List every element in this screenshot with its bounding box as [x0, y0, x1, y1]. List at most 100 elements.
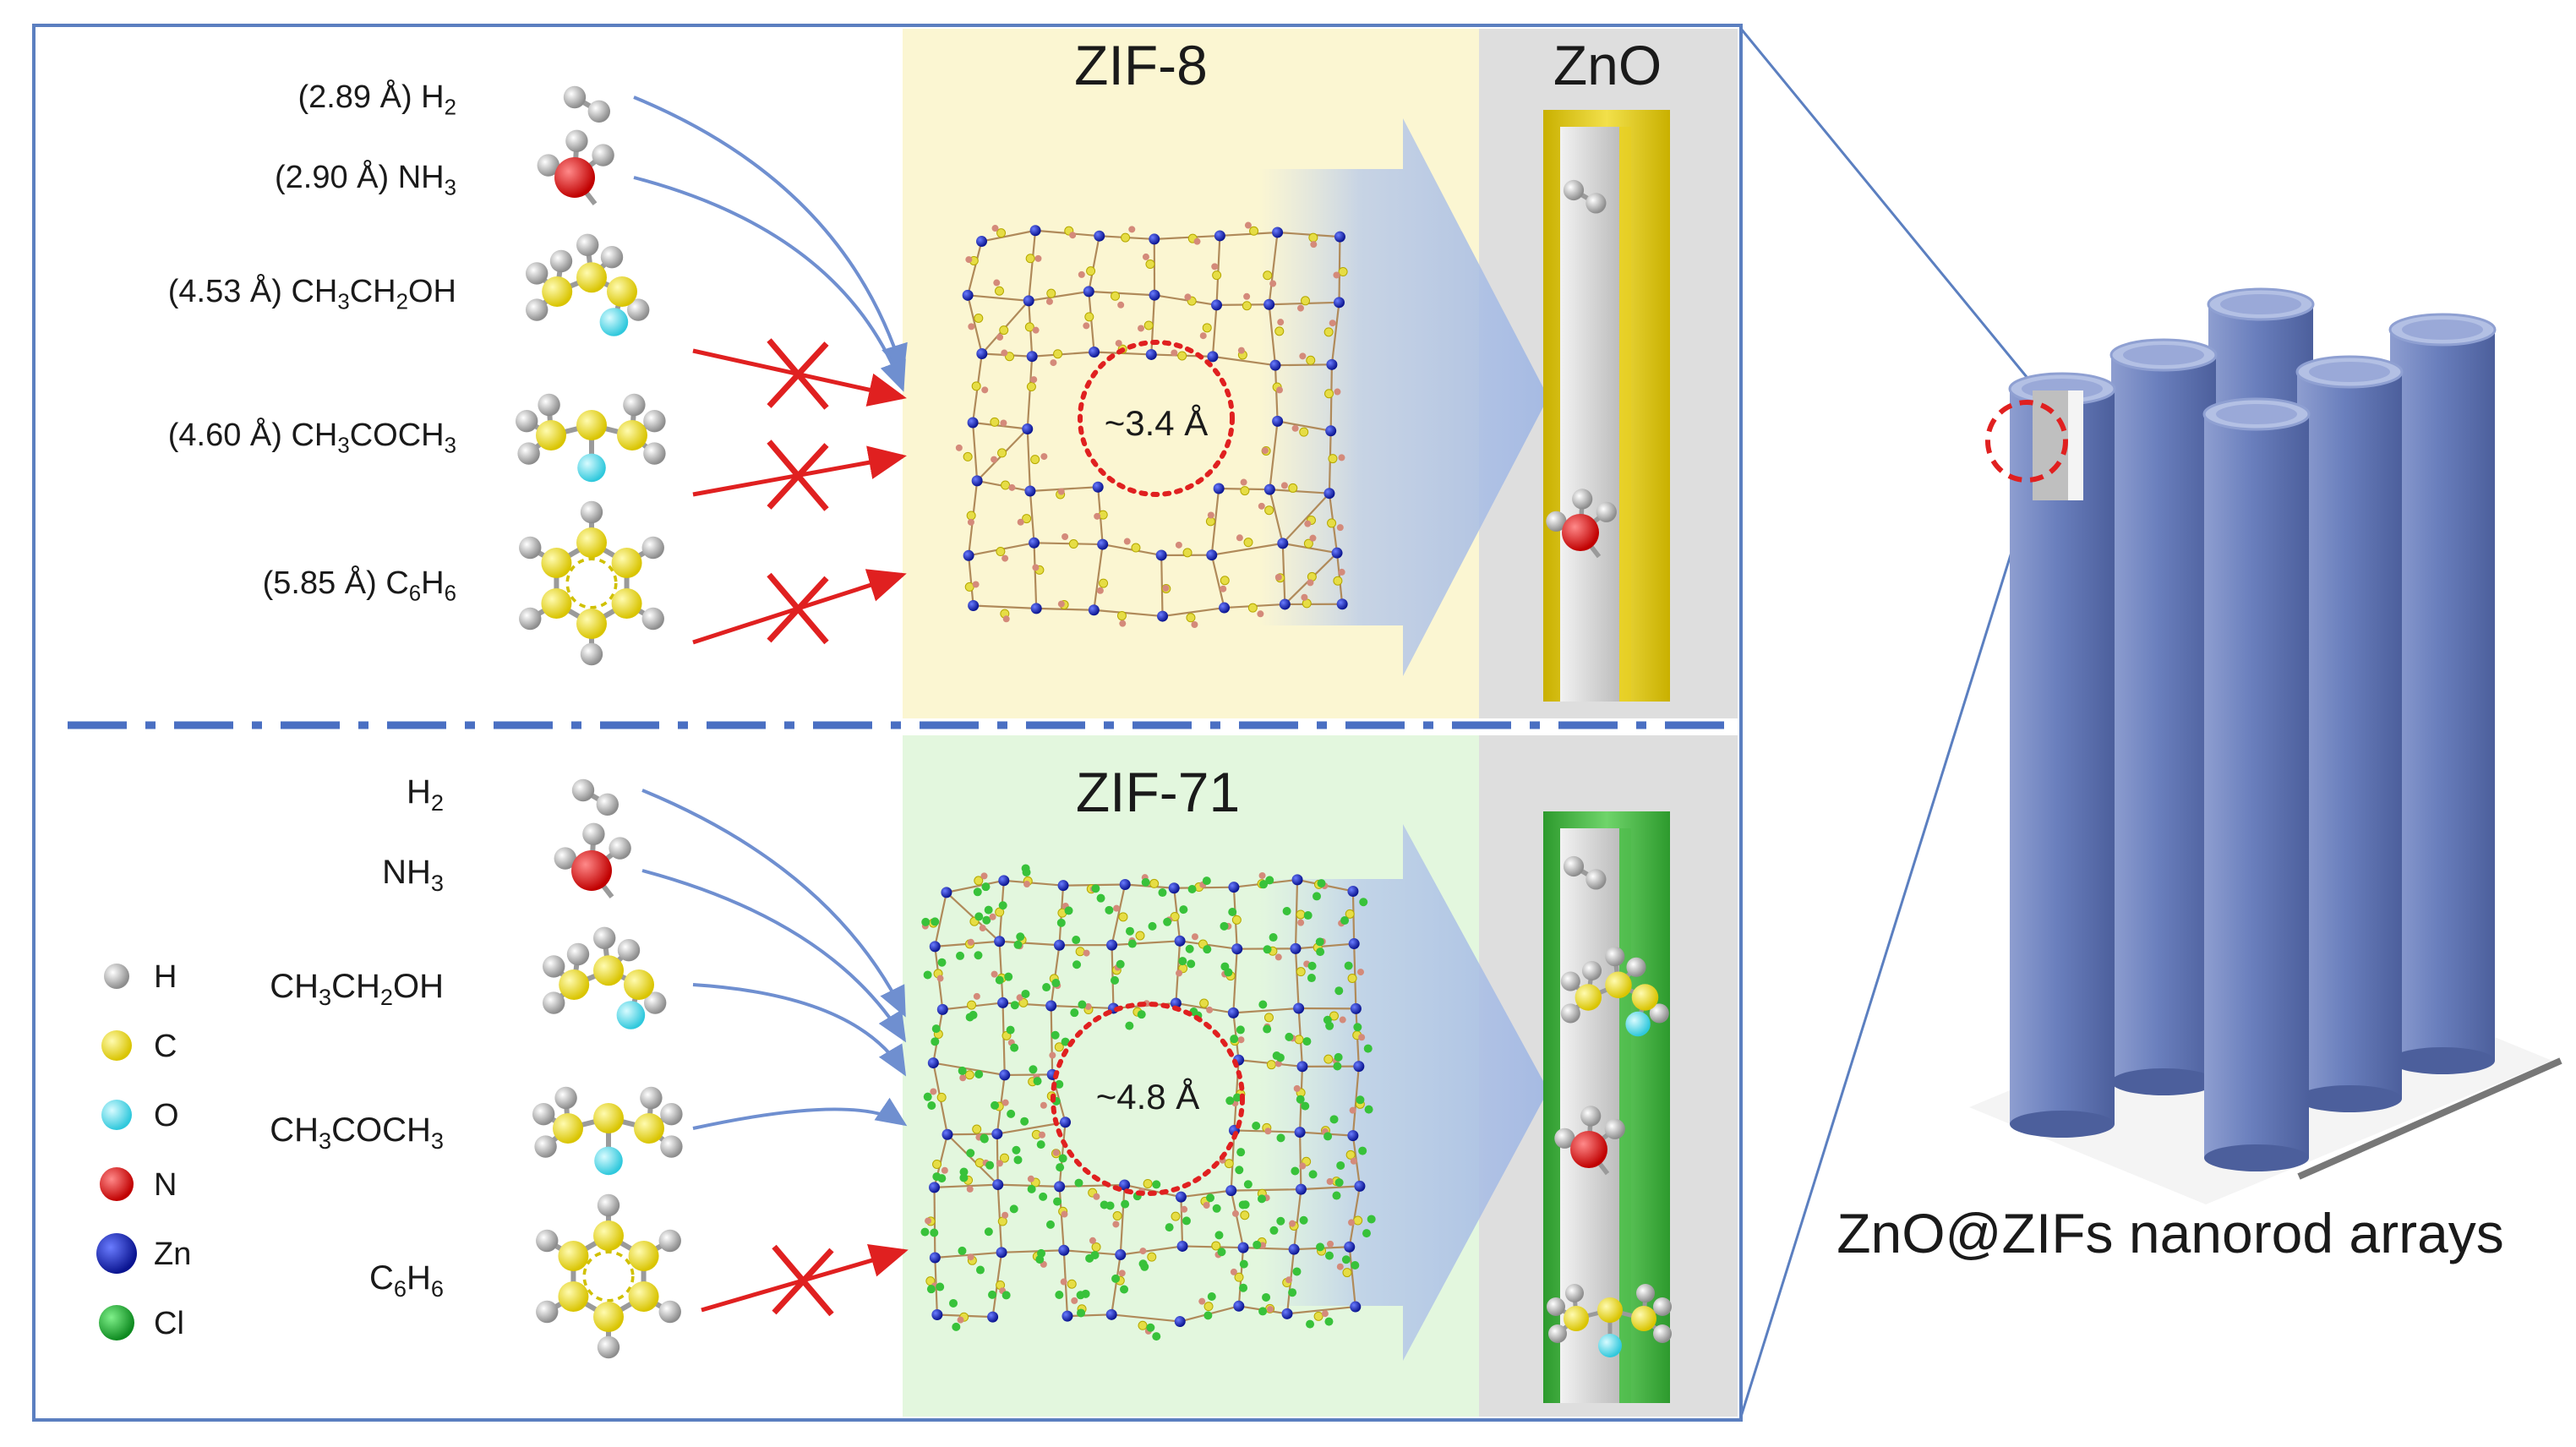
- ethanol-formula: CH3​CH2​OH: [270, 968, 444, 1010]
- N-atom: [554, 157, 595, 198]
- H-atom: [576, 233, 599, 256]
- H-atom: [1554, 1128, 1575, 1149]
- zno-title: ZnO: [1553, 34, 1662, 96]
- C-atom: [611, 588, 642, 619]
- legend-cl-label: Cl: [154, 1306, 184, 1341]
- H-atom: [1653, 1297, 1672, 1316]
- zoom-line-bottom: [1739, 503, 2028, 1417]
- H-atom: [1548, 1324, 1567, 1343]
- H-atom: [1596, 501, 1617, 522]
- nanorod: [2109, 338, 2218, 1095]
- benzene-formula: C6​H6​: [369, 1259, 444, 1302]
- legend-h-swatch: [104, 964, 129, 989]
- H-atom: [536, 1300, 559, 1324]
- H-atom: [641, 536, 664, 560]
- H-atom: [516, 410, 538, 433]
- H-atom: [526, 298, 548, 321]
- H-atom: [623, 393, 646, 417]
- C-atom: [576, 609, 607, 639]
- benzene-model: [519, 500, 664, 666]
- C-atom: [607, 276, 637, 307]
- ethanol-model: [1560, 947, 1669, 1037]
- pass-arrow: [641, 869, 907, 1043]
- C-atom: [558, 1281, 589, 1312]
- H-atom: [571, 778, 595, 802]
- H-atom: [640, 1086, 663, 1110]
- legend-cl-swatch: [99, 1305, 134, 1341]
- N-atom: [1562, 514, 1599, 551]
- H-atom: [1605, 947, 1625, 967]
- nh3-formula: NH3​: [382, 854, 444, 896]
- big-arrow-top: [1259, 118, 1548, 676]
- H-atom: [534, 1135, 557, 1158]
- H-atom: [593, 926, 616, 949]
- nanorod-array: [1969, 287, 2562, 1204]
- H-atom: [597, 1193, 620, 1217]
- H-atom: [600, 246, 624, 269]
- array-caption: ZnO@ZIFs nanorod arrays: [1836, 1202, 2504, 1264]
- H-atom: [587, 100, 610, 123]
- legend-o-swatch: [101, 1100, 132, 1130]
- pass-arrow: [633, 96, 908, 375]
- C-atom: [576, 262, 607, 293]
- H-atom: [1563, 179, 1585, 201]
- C-atom: [593, 1103, 624, 1133]
- O-atom: [1625, 1011, 1651, 1037]
- H-atom: [543, 955, 565, 978]
- C-atom: [536, 420, 566, 450]
- legend-n-swatch: [100, 1167, 134, 1201]
- molecules-layer: (2.89 Å) H2​(2.90 Å) NH3​(4.53 Å) CH3​CH…: [168, 78, 1672, 1359]
- C-atom: [611, 548, 642, 578]
- C-atom: [558, 1241, 589, 1271]
- C-atom: [593, 955, 624, 986]
- nh3-model: [554, 822, 631, 899]
- zoom-highlight-circle: [1985, 400, 2068, 483]
- C-atom: [576, 527, 607, 558]
- h2-model: [1563, 855, 1607, 890]
- H-atom: [1636, 1284, 1655, 1302]
- O-atom: [1598, 1334, 1622, 1357]
- H-atom: [660, 1103, 683, 1126]
- H-atom: [1626, 957, 1646, 977]
- H-atom: [643, 410, 666, 433]
- H-atom: [658, 1300, 681, 1324]
- H-atom: [1653, 1324, 1672, 1343]
- rod-cutaway-shell: [2068, 390, 2083, 500]
- C-atom: [1597, 1297, 1623, 1323]
- H-atom: [1649, 1003, 1669, 1024]
- block-cross: [767, 572, 829, 645]
- h2-formula: (2.89 Å) H2​: [297, 78, 456, 119]
- O-atom: [577, 453, 606, 483]
- H-atom: [658, 1229, 681, 1253]
- C-atom: [542, 276, 573, 307]
- nh3-model: [537, 129, 614, 206]
- legend-zn-swatch: [96, 1233, 137, 1274]
- legend-zn-label: Zn: [154, 1237, 191, 1272]
- H-atom: [1581, 960, 1602, 981]
- C-atom: [1575, 984, 1602, 1011]
- H-atom: [532, 1103, 555, 1126]
- substrate-edge: [2297, 1057, 2562, 1180]
- H-atom: [1572, 489, 1593, 510]
- C-atom: [1631, 984, 1659, 1011]
- H-atom: [538, 393, 560, 417]
- C-atom: [553, 1113, 583, 1144]
- C-atom: [1605, 971, 1632, 999]
- H-atom: [1580, 1106, 1602, 1127]
- H-atom: [580, 500, 603, 524]
- N-atom: [1570, 1131, 1607, 1168]
- H-atom: [592, 144, 614, 167]
- H-atom: [537, 154, 559, 177]
- H-atom: [554, 847, 576, 870]
- H-atom: [549, 249, 573, 273]
- acetone-model: [1547, 1284, 1672, 1357]
- H-atom: [566, 942, 590, 966]
- H-atom: [519, 536, 542, 560]
- O-atom: [599, 308, 629, 336]
- H-atom: [1560, 971, 1580, 991]
- H-atom: [1585, 869, 1607, 890]
- h2-model: [1563, 179, 1607, 214]
- H-atom: [1585, 193, 1607, 214]
- C-atom: [634, 1113, 664, 1144]
- C-atom: [593, 1302, 624, 1332]
